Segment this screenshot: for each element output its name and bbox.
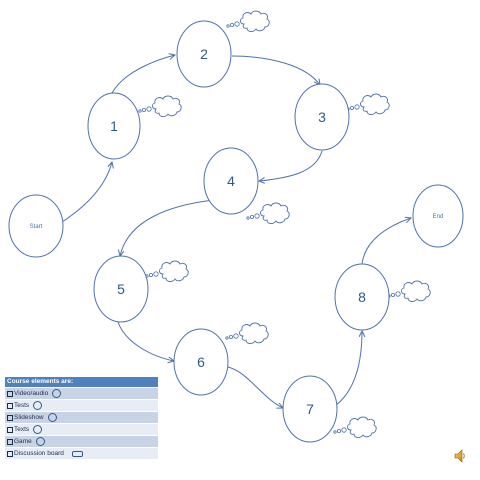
node-label: 1	[110, 118, 118, 134]
checkbox-icon	[7, 390, 13, 397]
node-circle	[334, 263, 390, 331]
edge-n3-n4	[259, 150, 323, 181]
node-label: Start	[30, 224, 43, 230]
node-label: 4	[227, 173, 235, 189]
circle-icon	[35, 437, 45, 446]
thought-bubble-icon	[387, 280, 431, 302]
legend-item-tests: Tests	[5, 399, 158, 411]
edge-n6-n7	[227, 366, 283, 408]
node-circle	[294, 83, 350, 151]
node-start: Start	[8, 194, 64, 258]
checkbox-icon	[7, 450, 13, 457]
node-circle	[93, 255, 149, 323]
node-circle	[87, 92, 141, 160]
edge-n8-end	[361, 218, 411, 265]
node-circle	[412, 184, 464, 248]
node-circle	[282, 375, 338, 443]
edge-n7-n8	[334, 331, 362, 407]
thought-bubble-icon	[225, 322, 269, 344]
legend-item-discussion-board: Discussion board	[5, 447, 158, 459]
edge-n2-n3	[231, 55, 320, 85]
circle-icon	[47, 413, 57, 422]
node-label: 6	[197, 354, 205, 370]
thought-bubble-icon	[226, 10, 270, 32]
checkbox-icon	[7, 414, 13, 421]
node-circle	[8, 194, 64, 258]
checkbox-icon	[7, 426, 13, 433]
circle-icon	[52, 389, 62, 398]
edge-n5-n6	[117, 321, 174, 361]
node-label: 3	[318, 109, 326, 125]
pen-icon	[71, 450, 83, 457]
legend-title: Course elements are:	[5, 377, 158, 387]
node-n7: 7	[282, 375, 338, 443]
circle-icon	[33, 401, 43, 410]
course-elements-legend: Course elements are: Video/audio Tests S…	[5, 377, 158, 459]
node-label: End	[433, 214, 444, 220]
node-label: 2	[200, 46, 208, 62]
edge-start-n1	[61, 162, 112, 223]
thought-bubble-icon	[346, 93, 390, 115]
node-end: End	[412, 184, 464, 248]
thought-bubble-icon	[333, 416, 377, 438]
node-circle	[176, 20, 232, 88]
legend-item-slideshow: Slideshow	[5, 411, 158, 423]
node-label: 5	[117, 281, 125, 297]
thought-bubble-icon	[145, 260, 189, 282]
node-n6: 6	[173, 328, 229, 396]
thought-bubble-icon	[246, 202, 290, 224]
edge-n4-n5	[120, 199, 215, 256]
checkbox-icon	[7, 402, 13, 409]
node-n8: 8	[334, 263, 390, 331]
node-n1: 1	[87, 92, 141, 160]
thought-bubble-icon	[138, 95, 182, 117]
legend-item-label: Tests	[14, 402, 30, 409]
node-label: 8	[358, 289, 366, 305]
legend-item-label: Slideshow	[14, 414, 44, 421]
legend-item-label: Video/audio	[14, 390, 49, 397]
checkbox-icon	[7, 438, 13, 445]
legend-item-label: Discussion board	[14, 450, 64, 457]
node-n5: 5	[93, 255, 149, 323]
legend-item-video-audio: Video/audio	[5, 387, 158, 399]
node-circle	[173, 328, 229, 396]
legend-item-game: Game	[5, 435, 158, 447]
legend-item-texts: Texts	[5, 423, 158, 435]
node-n4: 4	[203, 147, 259, 215]
node-circle	[203, 147, 259, 215]
node-n3: 3	[294, 83, 350, 151]
node-n2: 2	[176, 20, 232, 88]
node-label: 7	[306, 401, 314, 417]
legend-item-label: Texts	[14, 426, 30, 433]
circle-icon	[33, 425, 43, 434]
speaker-icon[interactable]	[452, 448, 468, 464]
edge-n1-n2	[111, 55, 175, 94]
legend-item-label: Game	[14, 438, 32, 445]
